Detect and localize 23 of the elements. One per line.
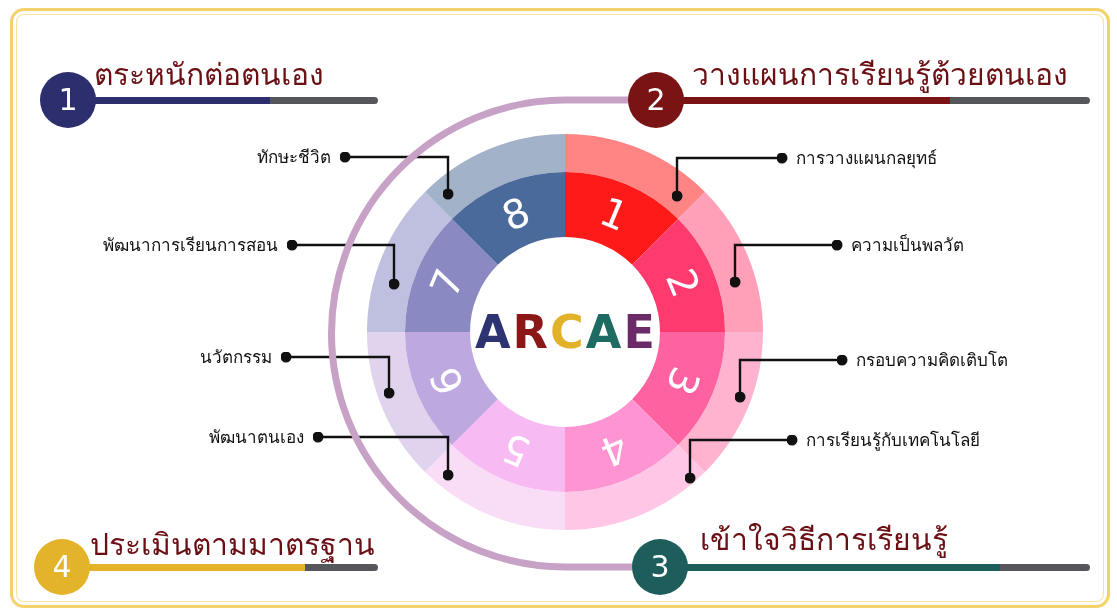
heading-text: ประเมินตามมาตรฐาน bbox=[90, 526, 375, 565]
callout-label: การวางแผนกลยุทธ์ bbox=[782, 144, 937, 172]
leader-line bbox=[684, 434, 798, 484]
number-badge: 1 bbox=[40, 72, 96, 128]
leader-line bbox=[671, 152, 788, 202]
callout-label: กรอบความคิดเติบโต bbox=[842, 346, 1008, 374]
leader-line bbox=[312, 431, 454, 481]
leader-line bbox=[286, 239, 400, 290]
number-badge: 3 bbox=[632, 539, 688, 595]
callout-label: พัฒนาการเรียนการสอน bbox=[103, 231, 292, 259]
callout-label: ความเป็นพลวัต bbox=[837, 231, 964, 259]
number-badge: 4 bbox=[34, 539, 90, 595]
heading-text: วางแผนการเรียนรู้ต้วยตนเอง bbox=[692, 56, 1068, 95]
callout-label: พัฒนาตนเอง bbox=[209, 423, 318, 451]
leader-line bbox=[280, 351, 395, 399]
callout-label: นวัตกรรม bbox=[200, 343, 286, 371]
heading-text: ตระหนักต่อตนเอง bbox=[94, 56, 324, 94]
leader-line bbox=[339, 151, 454, 200]
callout-label: ทักษะชีวิต bbox=[257, 143, 345, 171]
leader-line bbox=[729, 239, 843, 288]
callout-label: การเรียนรู้กับเทคโนโลยี bbox=[792, 426, 980, 454]
leader-line bbox=[734, 354, 848, 403]
number-badge: 2 bbox=[628, 72, 684, 128]
